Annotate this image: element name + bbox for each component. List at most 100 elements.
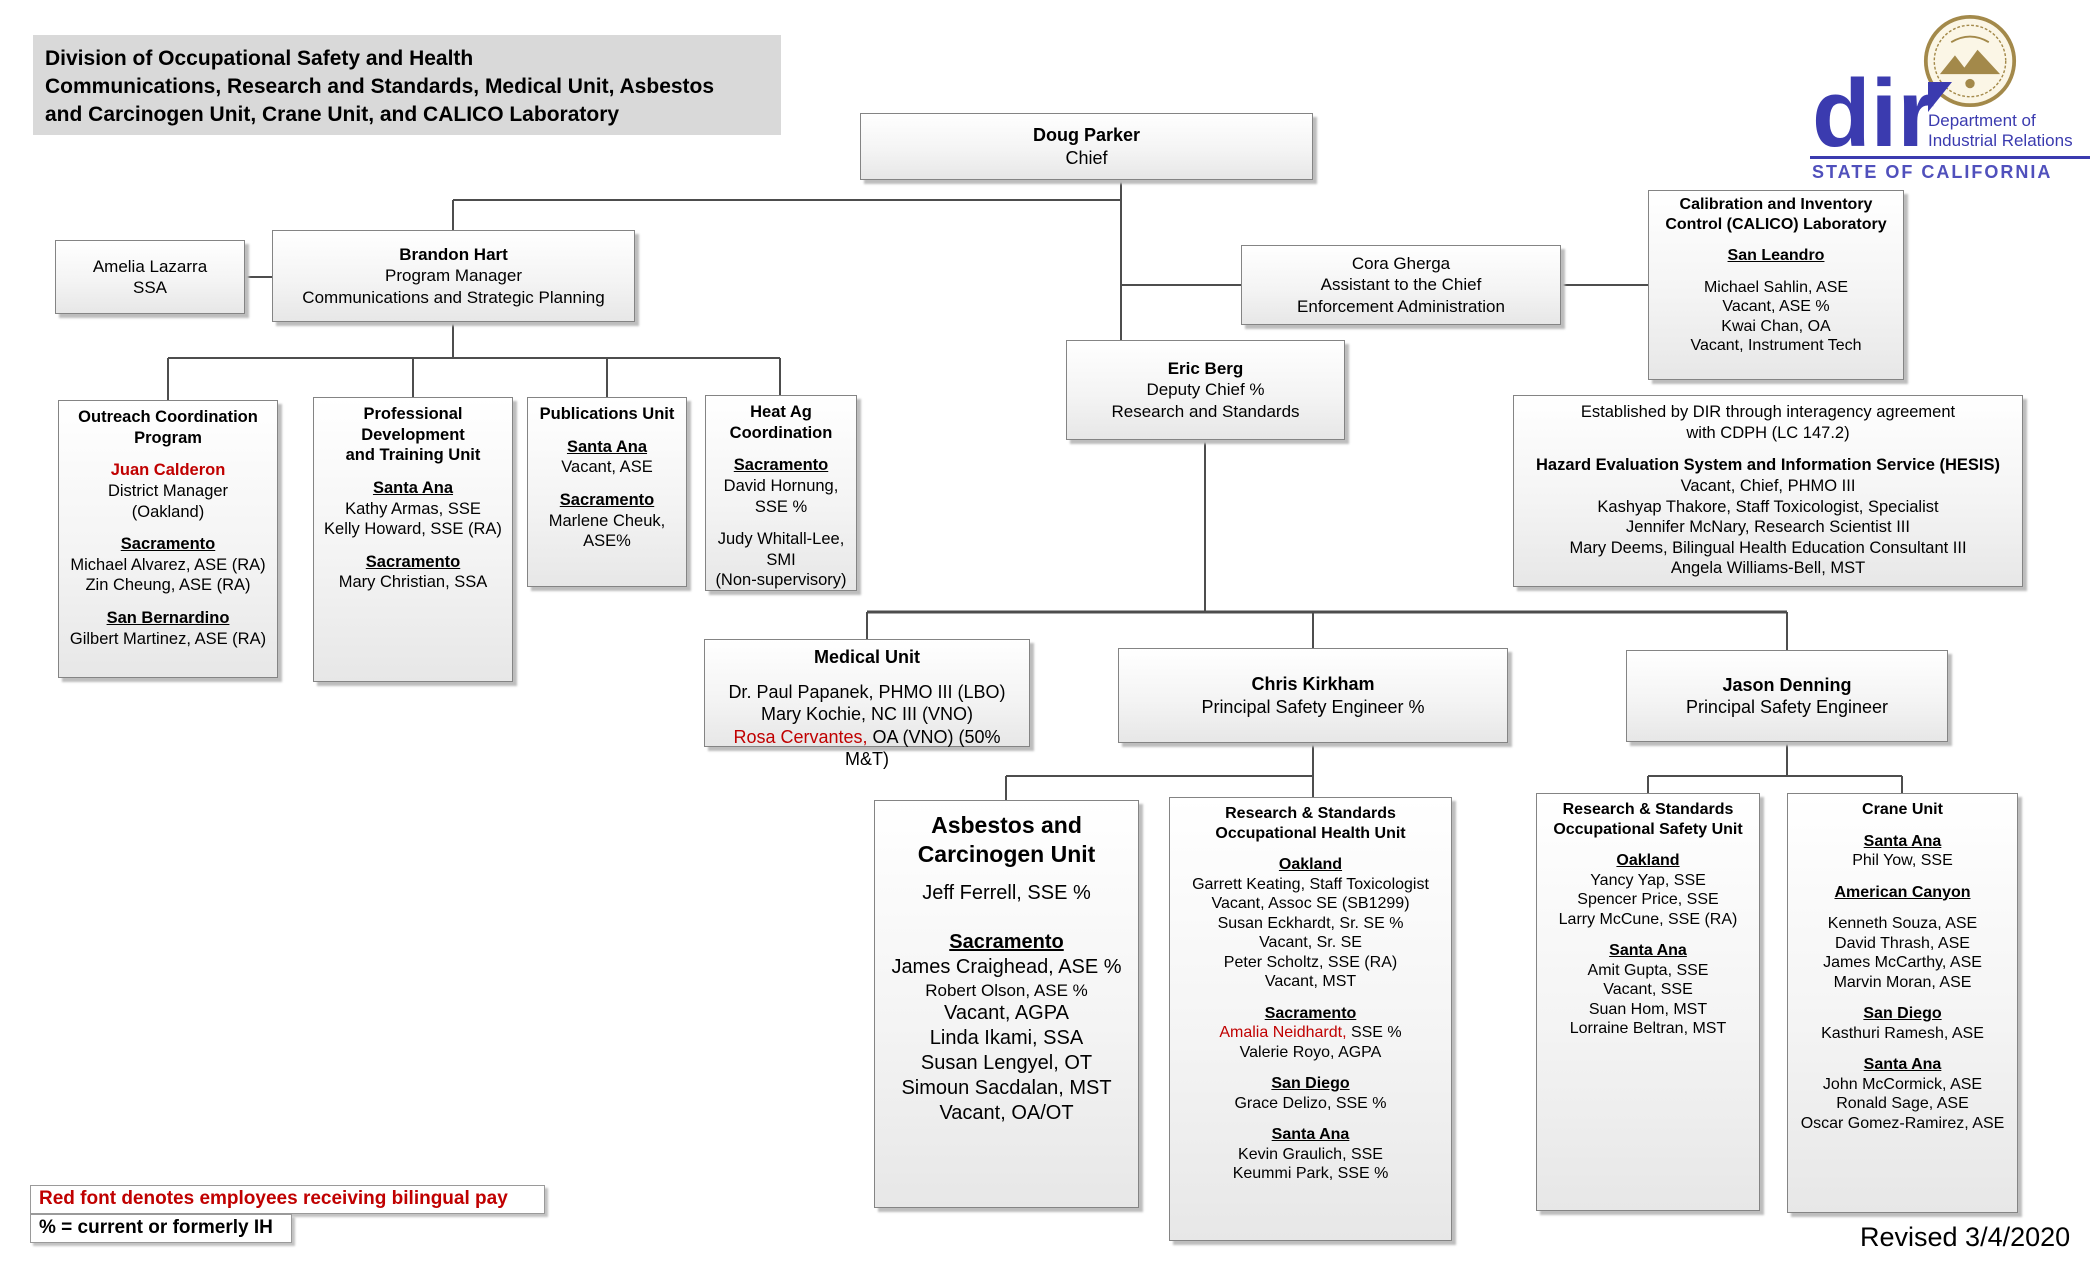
text-line: Occupational Safety Unit [1553,820,1743,838]
text-line: Medical Unit [813,647,920,667]
text-line [1792,820,2013,832]
text-line: Vacant, Chief, PHMO III [1680,476,1856,495]
text-line [532,425,682,437]
text-line: and Training Unit [345,446,481,465]
text-line: Robert Olson, ASE % [925,980,1088,1000]
text-line: Santa Ana [566,437,648,456]
dir-logo: dir Department of Industrial Relations S… [1808,12,2096,184]
text-line: Chris Kirkham [1251,674,1375,694]
text-line: James Craighead, ASE % [891,955,1122,978]
text-line: Peter Scholtz, SSE (RA) [1223,953,1398,971]
text-line: Vacant, AGPA [944,1001,1069,1024]
text-line: Sacramento [949,930,1064,953]
text-line [318,466,508,478]
text-line [879,906,1134,918]
text-line: Santa Ana [1863,1056,1942,1074]
text-line: Vacant, Sr. SE [1259,934,1362,952]
text-line: Principal Safety Engineer [1685,697,1889,717]
text-line [1174,1062,1447,1074]
text-line: (Oakland) [131,502,205,521]
text-line: Kathy Armas, SSE [345,499,481,518]
text-line [1792,871,2013,883]
text-line: Rosa Cervantes, OA (VNO) (50% M&T) [733,726,1001,770]
text-line: Kasthuri Ramesh, ASE [1821,1024,1984,1042]
text-line [1174,843,1447,855]
text-line: Sacramento [1264,1004,1357,1022]
text-line: Principal Safety Engineer % [1201,696,1425,717]
text-line [63,596,273,608]
text-line: SSA [132,278,168,297]
text-line: Research & Standards [1562,801,1734,818]
text-line: District Manager [107,481,229,500]
text-line: Mary Deems, Bilingual Health Education C… [1569,538,1967,557]
text-line: Kenneth Souza, ASE [1827,915,1978,933]
text-line: Jason Denning [1722,674,1852,695]
chart-title: Division of Occupational Safety and Heal… [33,35,781,135]
text-line: Occupational Health Unit [1215,824,1406,842]
text-line: Vacant, SSE [1603,981,1693,999]
text-line: Susan Eckhardt, Sr. SE % [1217,914,1404,932]
logo-department-text: Department of Industrial Relations [1928,111,2073,150]
text-line: Amit Gupta, SSE [1587,961,1709,979]
text-line: Larry McCune, SSE (RA) [1558,910,1738,928]
text-line: Valerie Royo, AGPA [1239,1043,1382,1061]
text-line: Jennifer McNary, Research Scientist III [1626,518,1910,537]
text-line: Juan Calderon [110,461,226,480]
text-line: Established by DIR through interagency a… [1580,403,1956,421]
text-line: Coordination [729,423,833,442]
text-line: Linda Ikami, SSA [929,1026,1084,1049]
text-line: Sacramento [733,456,829,475]
text-line: Oakland [1616,852,1680,870]
text-line: Publications Unit [539,405,675,423]
text-line: Vacant, ASE % [1722,298,1830,316]
logo-divider [1810,156,2090,159]
text-line: Santa Ana [1609,942,1687,960]
text-line [532,478,682,490]
text-line: John McCormick, ASE [1822,1075,1983,1093]
text-line: San Diego [1863,1005,1942,1023]
text-line [1174,1113,1447,1125]
text-line: Simoun Sacdalan, MST [901,1076,1112,1099]
text-line: Grace Delizo, SSE % [1234,1094,1387,1112]
text-line [1541,929,1755,941]
text-line: San Diego [1271,1075,1350,1093]
logo-state-text: STATE OF CALIFORNIA [1812,162,2053,182]
text-line [63,522,273,534]
text-line: San Bernardino [106,609,230,627]
text-line [1792,992,2013,1004]
text-line: ASE% [583,532,631,551]
text-line: Yancy Yap, SSE [1590,871,1706,889]
text-line: Kelly Howard, SSE (RA) [324,520,502,539]
text-line: Garrett Keating, Staff Toxicologist [1192,875,1429,893]
text-line: Vacant, Assoc SE (SB1299) [1211,895,1410,913]
text-line: Vacant, Instrument Tech [1690,337,1862,355]
text-line: Judy Whitall-Lee, SMI [717,530,845,569]
text-line: Ronald Sage, ASE [1836,1095,1969,1113]
text-line: Kashyap Thakore, Staff Toxicologist, Spe… [1597,497,1939,516]
text-line: David Thrash, ASE [1835,934,1970,952]
text-line: Marvin Moran, ASE [1833,973,1972,991]
text-line: Oscar Gomez-Ramirez, ASE [1800,1114,2005,1132]
text-line [1518,443,2018,455]
text-line: Enforcement Administration [1297,296,1505,316]
text-line [1653,234,1899,246]
text-line: Susan Lengyel, OT [920,1051,1093,1074]
text-line: David Hornung, SSE % [723,476,839,516]
text-line [709,669,1025,681]
text-line: Heat Ag [750,403,812,421]
text-line: Carcinogen Unit [917,840,1096,867]
text-line: Outreach Coordination [78,408,258,426]
text-line: Program [134,428,202,447]
text-line [1541,839,1755,851]
title-line: Communications, Research and Standards, … [45,74,715,98]
